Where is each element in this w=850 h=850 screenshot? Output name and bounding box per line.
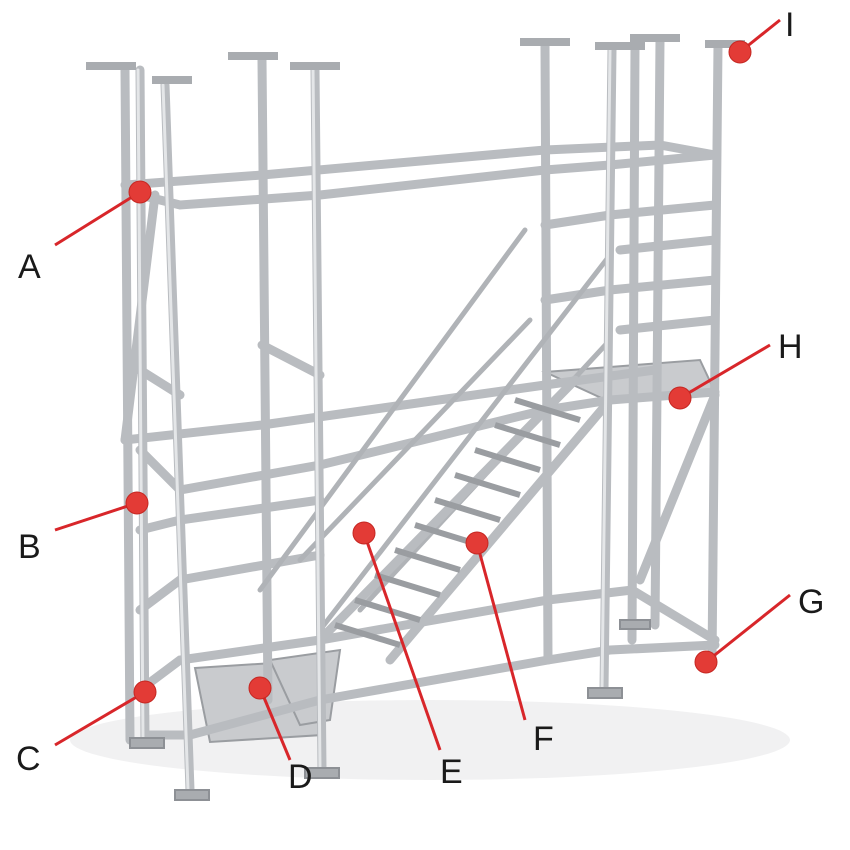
- marker-c: [133, 680, 157, 704]
- marker-a: [128, 180, 152, 204]
- base-plates: [129, 619, 651, 801]
- label-h: H: [778, 328, 803, 366]
- label-b: B: [18, 528, 41, 566]
- marker-f: [465, 531, 489, 555]
- labels: A B C D E F G H I: [16, 6, 824, 796]
- label-c: C: [16, 740, 41, 778]
- label-g: G: [798, 583, 824, 621]
- marker-b: [125, 491, 149, 515]
- ledgers: [120, 140, 720, 740]
- marker-i: [728, 40, 752, 64]
- u-head-jacks: [86, 34, 745, 84]
- ground-shadow: [70, 700, 790, 780]
- label-e: E: [440, 753, 463, 791]
- marker-h: [668, 386, 692, 410]
- callouts: [54, 18, 791, 761]
- front-standards: [135, 40, 723, 795]
- label-i: I: [785, 6, 794, 44]
- label-a: A: [18, 248, 41, 286]
- marker-e: [352, 521, 376, 545]
- label-d: D: [288, 758, 313, 796]
- marker-d: [248, 676, 272, 700]
- marker-g: [694, 650, 718, 674]
- label-f: F: [533, 720, 554, 758]
